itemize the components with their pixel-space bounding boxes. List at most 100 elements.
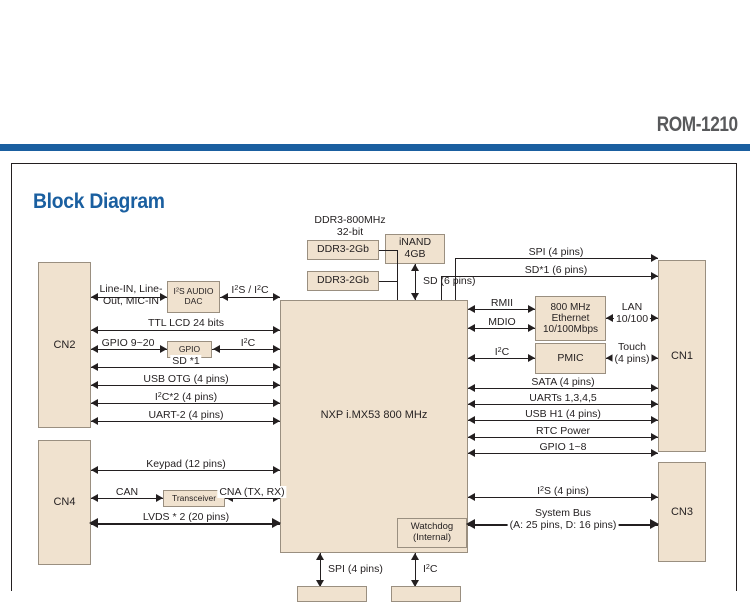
system-bus-arrow-r: [650, 519, 659, 529]
sd1-left-line: [91, 367, 280, 368]
sd1-right-line: [441, 276, 658, 277]
gpio-range-label: GPIO 9~20: [101, 337, 155, 349]
ddr-bus-vertical: [397, 250, 398, 300]
audio-dac-label-line1: I2S AUDIO: [173, 286, 214, 297]
connector-cn4: CN4: [38, 440, 91, 565]
lvds-arrow-l: [89, 518, 98, 528]
audio-left-arrow-in: [160, 293, 167, 301]
spi-bottom-label: SPI (4 pins): [326, 563, 385, 576]
page-title: ROM-1210: [657, 113, 738, 136]
lan-label: LAN 10/100: [613, 301, 651, 326]
ethernet-label-line3: 10/100Mbps: [542, 324, 599, 336]
gpio-right-arrow-r: [651, 449, 658, 457]
sd6-line: [415, 264, 416, 300]
header-rule: [0, 144, 750, 151]
spi-bottom-line: [320, 553, 321, 587]
i2c-bottom-label: I2C: [421, 563, 440, 576]
rmii-label: RMII: [488, 297, 516, 310]
usb-otg-label: USB OTG (4 pins): [141, 373, 231, 386]
sata-label: SATA (4 pins): [529, 376, 597, 389]
gpio-left-arrow-r: [160, 345, 167, 353]
pmic-i2c-arrow-r: [528, 354, 535, 362]
rmii-arrow-l: [468, 305, 475, 313]
usbh1-arrow-l: [468, 416, 475, 424]
gpio-right-line: [212, 349, 280, 350]
rtc-arrow-r: [651, 433, 658, 441]
spi-right-arrow: [651, 254, 658, 262]
soc-block: NXP i.MX53 800 MHz: [280, 300, 468, 553]
uarts-line: [468, 404, 658, 405]
connector-cn1: CN1: [658, 260, 706, 452]
touch-arrow-r: [651, 354, 658, 362]
i2c-bottom-arrow-up: [411, 553, 419, 560]
spi-right-line: [455, 258, 658, 259]
ddr-caption-line2: 32-bit: [336, 226, 364, 239]
ttl-lcd-arrow-l: [91, 326, 98, 334]
usb-otg-line: [91, 385, 280, 386]
sd1-left-arrow-l: [91, 363, 98, 371]
gpio-left-line: [91, 349, 167, 350]
i2c2-label: I2C*2 (4 pins): [152, 391, 220, 404]
connector-cn2: CN2: [38, 262, 91, 428]
mdio-line: [468, 328, 535, 329]
rtc-line: [468, 437, 658, 438]
lan-arrow-r: [651, 314, 658, 322]
sd1-right-label: SD*1 (6 pins): [522, 264, 590, 277]
touch-label-line2: (4 pins): [614, 353, 650, 366]
ethernet-label-line2: Ethernet: [551, 312, 590, 324]
uarts-label: UARTs 1,3,4,5: [527, 392, 599, 405]
gpio-right-bus-line: [468, 453, 658, 454]
sata-arrow-l: [468, 384, 475, 392]
ttl-lcd-label: TTL LCD 24 bits: [145, 317, 227, 330]
connector-cn3: CN3: [658, 462, 706, 562]
usb-otg-arrow-l: [91, 381, 98, 389]
i2s-i2c-label: I2S / I2C: [229, 284, 271, 297]
i2c-bottom-arrow-down: [411, 580, 419, 587]
usbh1-arrow-r: [651, 416, 658, 424]
pmic-block: PMIC: [535, 343, 606, 374]
touch-arrow-l: [606, 354, 613, 362]
i2s4-arrow-r: [651, 493, 658, 501]
sata-line: [468, 388, 658, 389]
uart2-arrow-r: [273, 417, 280, 425]
sd6-arrow-down: [411, 293, 419, 300]
sd1-right-arrow: [651, 272, 658, 280]
sd1-left-label: SD *1: [170, 355, 202, 368]
line-io-label-line1: Line-IN, Line-: [99, 283, 163, 295]
gpio-right-label: GPIO 1~8: [537, 441, 589, 454]
sd6-label: SD (6 pins): [421, 275, 478, 288]
sata-arrow-r: [651, 384, 658, 392]
uarts-arrow-l: [468, 400, 475, 408]
inand-label-line2: 4GB: [404, 248, 426, 260]
ddr3-block-2: DDR3-2Gb: [307, 271, 379, 291]
i2c2-arrow-l: [91, 399, 98, 407]
spi-right-label: SPI (4 pins): [526, 246, 586, 259]
i2c-gpio-label: I2C: [238, 337, 258, 350]
ttl-lcd-arrow-r: [273, 326, 280, 334]
usb-otg-arrow-r: [273, 381, 280, 389]
audio-left-arrow: [91, 293, 98, 301]
rmii-line: [468, 309, 535, 310]
pmic-i2c-line: [468, 358, 535, 359]
system-bus-arrow-l: [466, 519, 475, 529]
touch-label: Touch (4 pins): [612, 341, 652, 366]
lan-label-line1: LAN: [621, 301, 643, 313]
audio-left-line: [91, 297, 167, 298]
pmic-i2c-arrow-l: [468, 354, 475, 362]
audio-dac-label-line2: DAC: [184, 296, 203, 306]
mdio-arrow-r: [528, 324, 535, 332]
rmii-arrow-r: [528, 305, 535, 313]
gpio-right-arrow-r: [273, 345, 280, 353]
inand-block: iNAND 4GB: [385, 234, 445, 264]
cna-label: CNA (TX, RX): [217, 486, 287, 499]
lvds-label: LVDS * 2 (20 pins): [140, 511, 232, 524]
gpio-left-arrow-l: [91, 345, 98, 353]
gpio-right-arrow-l: [213, 345, 220, 353]
watchdog-label-line2: (Internal): [412, 532, 451, 543]
audio-right-line: [220, 297, 280, 298]
uart2-line: [91, 421, 280, 422]
lan-label-line2: 10/100: [615, 313, 649, 326]
uarts-arrow-r: [651, 400, 658, 408]
lan-arrow-l: [606, 314, 613, 322]
ddr-caption-line1: DDR3-800MHz: [314, 214, 386, 226]
